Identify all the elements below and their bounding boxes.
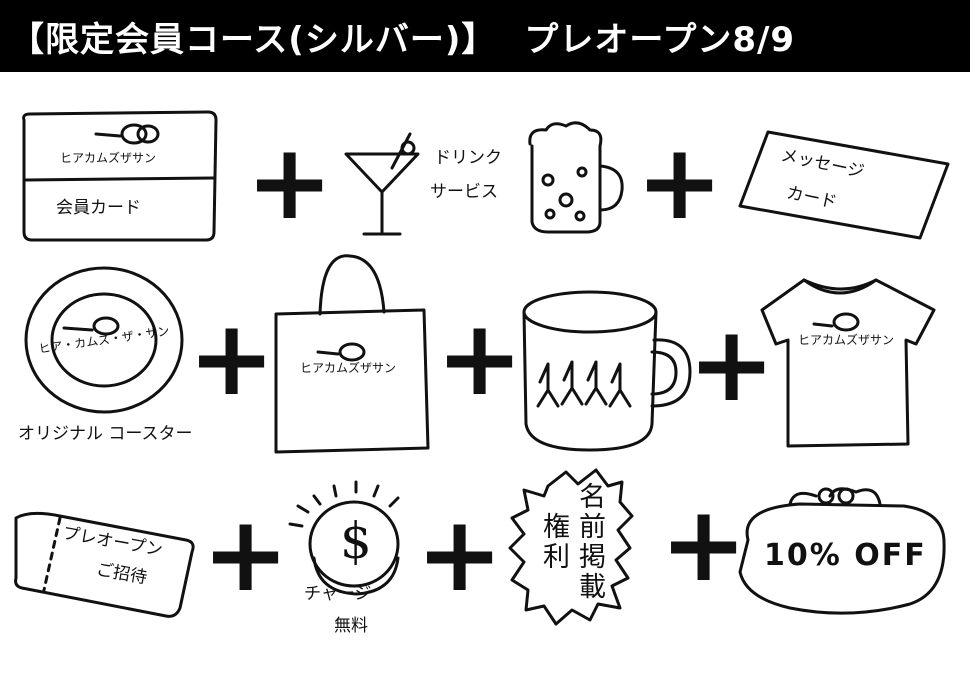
sketch-drawings: [14, 110, 950, 626]
plus-sign: +: [436, 297, 524, 419]
discount-label: 10% OFF: [764, 538, 927, 573]
page-title: 【限定会員コース(シルバー)】: [10, 19, 497, 60]
tote-bag-icon: [274, 254, 430, 454]
plus-sign: +: [660, 483, 748, 605]
message-card-icon: [738, 130, 950, 240]
coin-purse-icon: [738, 487, 946, 615]
invitation-ticket-icon: [14, 511, 195, 618]
plus-sign: +: [246, 121, 334, 243]
name-listing-col2: 権利: [538, 512, 570, 572]
coffee-mug-icon: [522, 290, 692, 452]
drink-service-line2: サービス: [430, 182, 498, 202]
coaster-label: オリジナル コースター: [18, 424, 193, 444]
tshirt-icon: [760, 278, 936, 448]
coin-icon: [288, 480, 400, 596]
plus-sign: +: [188, 297, 276, 419]
coaster-icon: [24, 266, 184, 414]
plus-sign: +: [688, 303, 776, 425]
charge-line2: 無料: [334, 616, 368, 636]
plus-sign: +: [202, 493, 290, 615]
drink-service-line1: ドリンク: [434, 148, 502, 168]
plus-sign: +: [416, 493, 504, 615]
tshirt-brand: ヒアカムズザサン: [798, 333, 895, 347]
coin-symbol: $: [340, 512, 372, 570]
plus-sign: +: [636, 121, 724, 243]
beer-mug-icon: [528, 121, 624, 234]
member-card-brand: ヒアカムズザサン: [60, 151, 157, 165]
benefits-illustration: ヒアカムズザサン 会員カード ドリンク サービス メッセージ カード ヒア・カム…: [0, 72, 970, 682]
charge-line1: チャージ: [304, 584, 372, 604]
header-banner: 【限定会員コース(シルバー)】 プレオープン8/9: [0, 0, 970, 72]
cocktail-glass-icon: [344, 132, 420, 236]
name-listing-col1: 名前掲載: [574, 482, 606, 602]
member-card-label: 会員カード: [56, 198, 141, 218]
member-card-icon: [22, 110, 218, 242]
burst-icon: [508, 468, 634, 626]
tote-brand: ヒアカムズザサン: [300, 361, 397, 375]
preopen-date: プレオープン8/9: [524, 19, 796, 60]
